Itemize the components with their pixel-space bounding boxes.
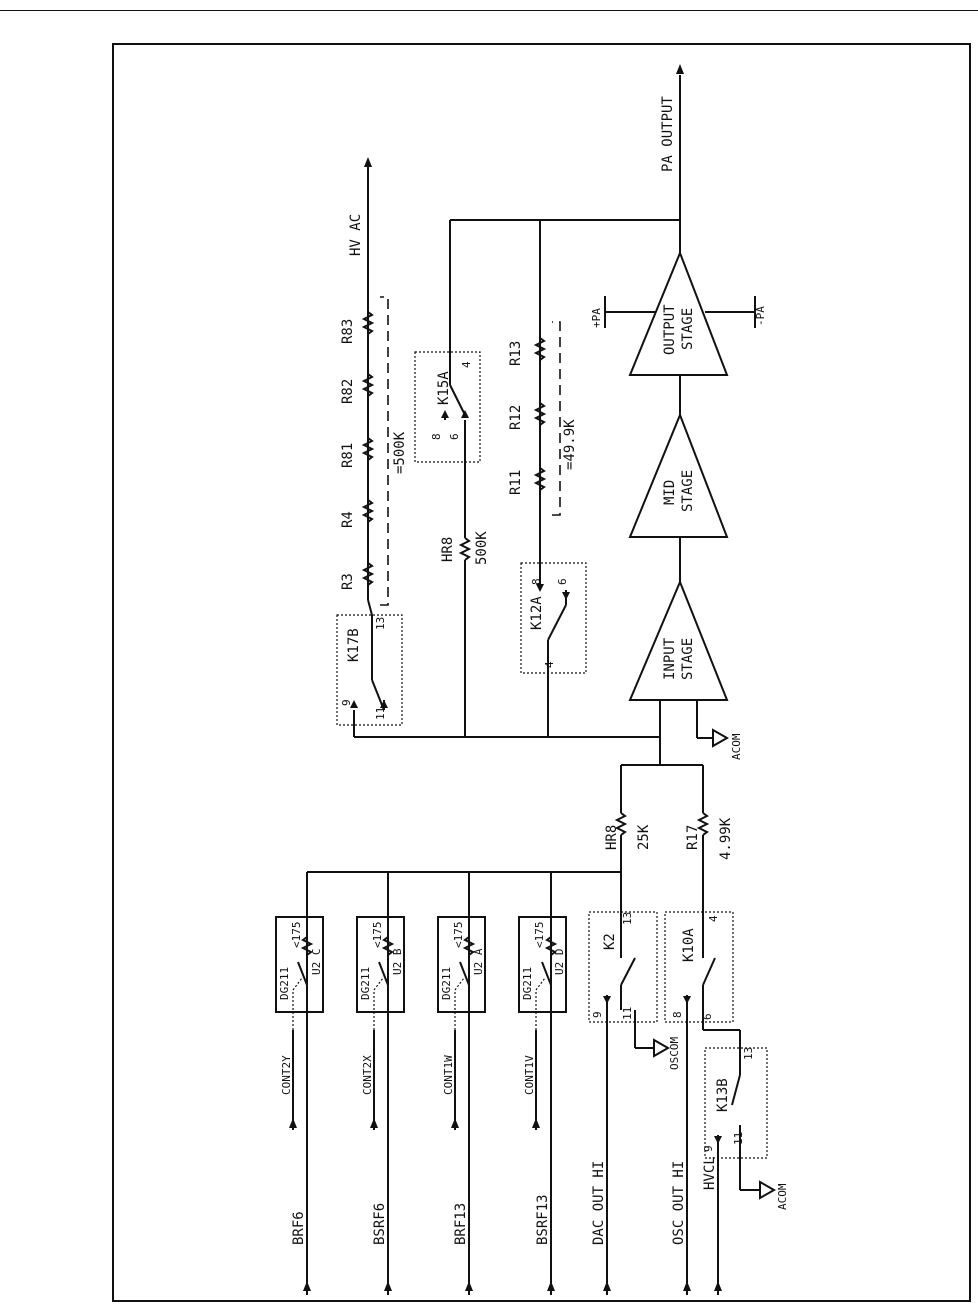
schematic-label: HR8 bbox=[440, 537, 456, 562]
dg211-switches: DG211 U2 C <175 DG211 U2 B <175 DG211 U2… bbox=[275, 872, 567, 1030]
schematic-label: STAGE bbox=[680, 308, 696, 350]
schematic-label: 6 bbox=[556, 578, 569, 585]
schematic-label: 11 bbox=[621, 1007, 634, 1020]
schematic-label: K12A bbox=[529, 596, 545, 630]
relay-k17b: 9 11 13 K17B bbox=[336, 614, 403, 737]
label-cont1w: CONT1W bbox=[442, 1055, 455, 1095]
schematic-label: 4 bbox=[460, 361, 473, 368]
schematic-label: -PA bbox=[754, 306, 767, 326]
schematic-label: DG211 bbox=[278, 967, 291, 1000]
hv-divider: R3 R4 R81 R82 R83 =500K HV AC bbox=[340, 157, 408, 616]
schematic-label: 4 bbox=[707, 915, 720, 922]
schematic-label: OSCOM bbox=[668, 1037, 681, 1070]
schematic-label: R82 bbox=[340, 379, 356, 404]
schematic-label: U2 C bbox=[310, 949, 323, 976]
schematic-label: 25K bbox=[636, 824, 652, 850]
label-cont1v: CONT1V bbox=[523, 1055, 536, 1095]
page-header-rule bbox=[0, 10, 978, 11]
schematic-label: K17B bbox=[346, 628, 362, 662]
schematic-label: 13 bbox=[374, 617, 387, 630]
label-hvcl: HVCL bbox=[702, 1156, 718, 1190]
schematic-label: R81 bbox=[340, 443, 356, 468]
label-brf13: BRF13 bbox=[453, 1203, 469, 1245]
schematic-label: U2 A bbox=[472, 948, 485, 975]
schematic-label: K2 bbox=[602, 933, 618, 950]
schematic-label: HR8 bbox=[604, 825, 620, 850]
schematic-label: 9 bbox=[591, 1011, 604, 1018]
schematic-label: 8 bbox=[671, 1011, 684, 1018]
schematic-label: DG211 bbox=[359, 967, 372, 1000]
schematic-label: 6 bbox=[448, 433, 461, 440]
label-cont2x: CONT2X bbox=[361, 1055, 374, 1095]
relay-k15a: HR8 500K 8 6 4 K15A bbox=[414, 220, 490, 737]
schematic-label: =500K bbox=[392, 431, 408, 474]
schematic-label: ACOM bbox=[776, 1183, 789, 1210]
schematic-label: 4.99K bbox=[718, 817, 734, 860]
schematic-label: K10A bbox=[681, 928, 697, 962]
schematic-label: R12 bbox=[508, 405, 524, 430]
schematic-frame bbox=[112, 43, 971, 1302]
schematic-label: 4 bbox=[543, 661, 556, 668]
schematic-label: R83 bbox=[340, 319, 356, 344]
schematic-label: U2 D bbox=[553, 949, 566, 976]
input-stage-label: INPUT bbox=[662, 637, 678, 680]
label-dac-out-hi: DAC OUT HI bbox=[591, 1161, 607, 1245]
amplifier-chain: ACOM INPUT STAGE MID STAGE OUTPUT STAGE … bbox=[590, 64, 767, 760]
feedback-bus bbox=[354, 700, 661, 738]
schematic-label: =49.9K bbox=[562, 419, 578, 470]
schematic-label: STAGE bbox=[680, 470, 696, 512]
mid-stage-label: MID bbox=[662, 480, 678, 505]
schematic-label: R3 bbox=[340, 573, 356, 590]
schematic-label: ACOM bbox=[730, 733, 743, 760]
schematic-label: 9 bbox=[340, 699, 353, 706]
schematic-label: +PA bbox=[590, 308, 603, 328]
schematic-label: 9 bbox=[702, 1145, 715, 1152]
schematic-label: K13B bbox=[715, 1078, 731, 1112]
label-bsrf13: BSRF13 bbox=[535, 1194, 551, 1245]
schematic-label: <175 bbox=[533, 922, 546, 949]
relay-k12a: 4 8 6 K12A R11 R12 R13 =49.9K bbox=[508, 220, 587, 737]
input-wires bbox=[289, 872, 722, 1295]
relay-k13b: 9 11 13 K13B ACOM bbox=[702, 1029, 789, 1210]
schematic-label: DG211 bbox=[521, 967, 534, 1000]
schematic-label: 13 bbox=[742, 1047, 755, 1060]
label-bsrf6: BSRF6 bbox=[372, 1203, 388, 1245]
schematic-label: 8 bbox=[530, 578, 543, 585]
relay-k10a: 8 6 4 K10A bbox=[664, 872, 734, 1030]
oscom-ground: OSCOM bbox=[634, 1025, 681, 1070]
schematic-label: 11 bbox=[374, 707, 387, 720]
pa-output-label: PA OUTPUT bbox=[660, 96, 676, 172]
input-resistors: HR8 25K R17 4.99K bbox=[604, 737, 734, 872]
label-osc-out-hi: OSC OUT HI bbox=[671, 1161, 687, 1245]
schematic-label: 6 bbox=[701, 1013, 714, 1020]
schematic-label: R11 bbox=[508, 470, 524, 495]
output-stage-label: OUTPUT bbox=[662, 304, 678, 355]
label-cont2y: CONT2Y bbox=[280, 1055, 293, 1095]
schematic-label: <175 bbox=[290, 922, 303, 949]
schematic-label: R13 bbox=[508, 341, 524, 366]
schematic-label: K15A bbox=[436, 371, 452, 405]
relay-k2: 9 11 13 K2 bbox=[588, 872, 658, 1025]
schematic-label: 500K bbox=[474, 531, 490, 565]
signal-labels: BRF6 BSRF6 BRF13 BSRF13 DAC OUT HI OSC O… bbox=[280, 1055, 718, 1245]
schematic-label: STAGE bbox=[680, 638, 696, 680]
schematic-label: 13 bbox=[621, 912, 634, 925]
schematic-label: DG211 bbox=[440, 967, 453, 1000]
schematic-label: U2 B bbox=[391, 948, 404, 975]
schematic-label: 11 bbox=[732, 1132, 745, 1145]
schematic-label: <175 bbox=[371, 922, 384, 949]
schematic-label: R17 bbox=[685, 825, 701, 850]
schematic-label: R4 bbox=[340, 511, 356, 528]
label-brf6: BRF6 bbox=[291, 1211, 307, 1245]
schematic-label: 8 bbox=[430, 433, 443, 440]
schematic-label: HV AC bbox=[348, 214, 364, 256]
schematic-label: <175 bbox=[452, 922, 465, 949]
